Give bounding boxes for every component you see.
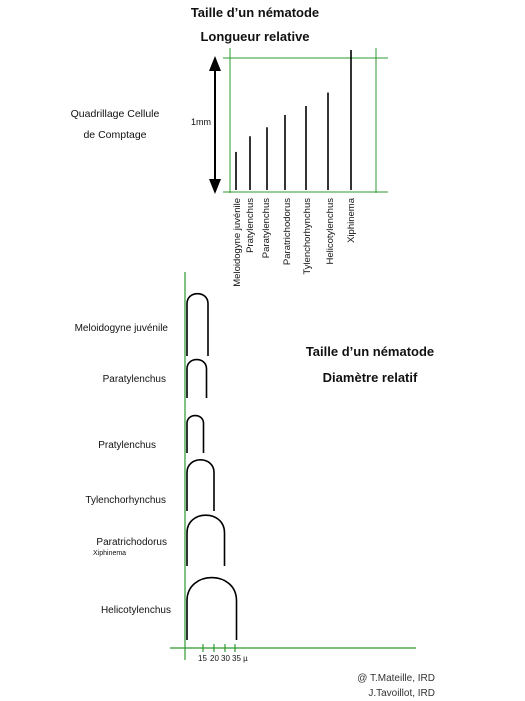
tick-15: 15 — [198, 654, 207, 663]
credits: @ T.Mateille, IRD J.Tavoillot, IRD — [280, 671, 435, 701]
diameter-title: Taille d’un nématode — [305, 344, 435, 359]
diameter-label-tylenchorhynchus: Tylenchorhynchus — [85, 495, 166, 506]
diameter-arches — [186, 292, 238, 640]
diameter-label-paratylenchus: Paratylenchus — [102, 374, 166, 385]
diameter-arch-pratylenchus — [186, 414, 205, 453]
scale-label: 1mm — [191, 117, 211, 127]
diameter-arch-paratylenchus — [186, 358, 208, 398]
diameter-label-paratrichodorus: Paratrichodorus — [96, 537, 167, 548]
length-label-meloidogyne: Meloidogyne juvénile — [232, 198, 243, 287]
diameter-arch-tylenchorhynchus — [186, 459, 215, 511]
length-title: Taille d’un nématode — [190, 5, 320, 20]
length-label-helicotylenchus: Helicotylenchus — [325, 198, 336, 265]
length-label-xiphinema: Xiphinema — [346, 197, 357, 243]
length-label-paratrichodorus: Paratrichodorus — [282, 198, 293, 265]
diameter-label-meloidogyne: Meloidogyne juvénile — [74, 323, 168, 334]
length-label-paratylenchus: Paratylenchus — [261, 198, 272, 258]
grid-label: Quadrillage Cellule de Comptage — [70, 108, 160, 141]
diameter-label-helicotylenchus: Helicotylenchus — [100, 605, 171, 616]
length-bars — [235, 50, 352, 190]
diameter-label-xiphinema: Xiphinema — [93, 550, 127, 557]
diameter-label-pratylenchus: Pratylenchus — [98, 440, 156, 451]
tick-30: 30 — [221, 654, 230, 663]
length-label-tylenchorhynchus: Tylenchorhynchus — [302, 198, 313, 275]
credit-line-1: @ T.Mateille, IRD — [357, 673, 435, 684]
tick-35: 35 µ — [232, 654, 248, 663]
diameter-subtitle: Diamètre relatif — [322, 370, 418, 385]
length-subtitle: Longueur relative — [200, 29, 310, 44]
tick-20: 20 — [210, 654, 219, 663]
length-species-labels: Meloidogyne juvénile Pratylenchus Paraty… — [232, 197, 357, 286]
diameter-arch-meloidogyne — [186, 292, 209, 356]
credit-line-2: J.Tavoillot, IRD — [368, 688, 435, 699]
scale-arrow — [209, 56, 221, 194]
diameter-arch-helicotylenchus — [186, 576, 238, 640]
diameter-ticks — [202, 644, 236, 652]
diameter-tick-labels: 15 20 30 35 µ — [198, 654, 248, 663]
length-label-pratylenchus: Pratylenchus — [245, 198, 256, 253]
diameter-arch-paratrichodorus — [186, 514, 226, 566]
